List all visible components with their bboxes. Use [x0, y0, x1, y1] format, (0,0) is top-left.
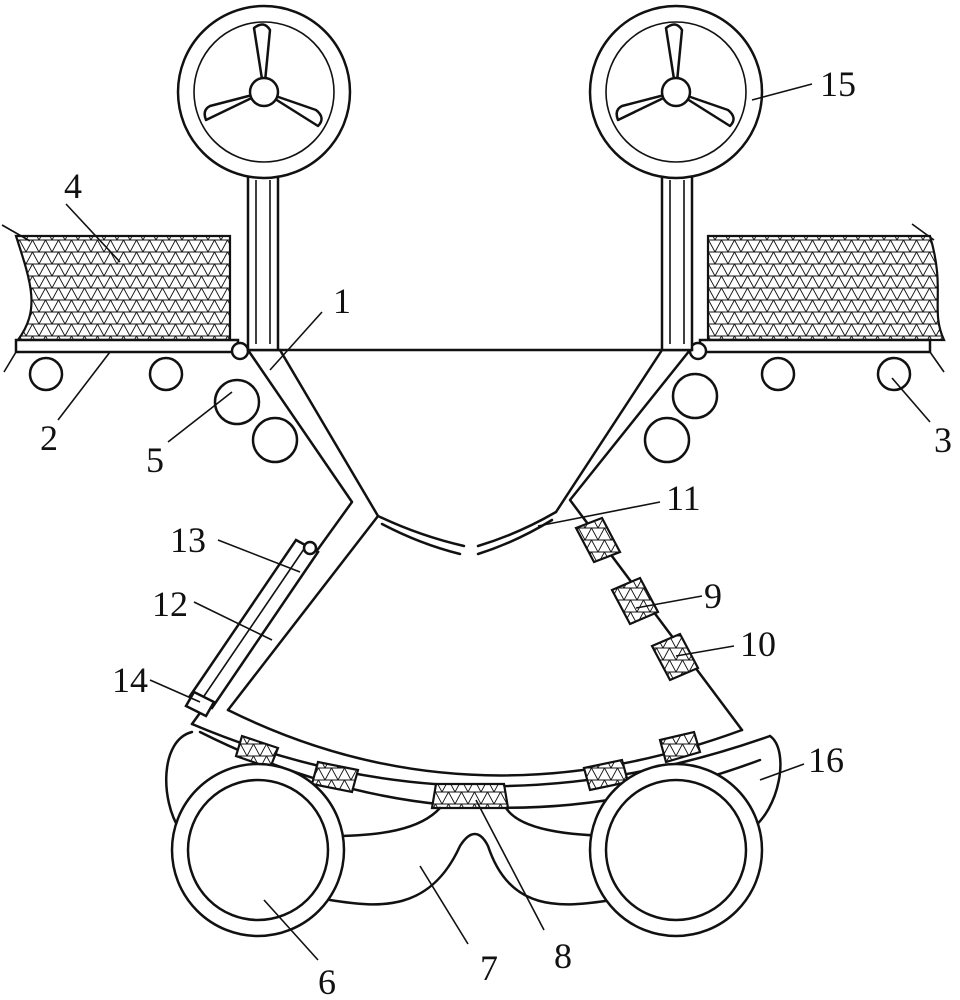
label-3: 3 — [934, 420, 952, 460]
right-arm-mesh-blocks — [574, 516, 700, 682]
label-7: 7 — [480, 948, 498, 988]
label-11: 11 — [666, 478, 701, 518]
left-post — [246, 174, 280, 352]
label-14: 14 — [112, 660, 148, 700]
label-10: 10 — [740, 624, 776, 664]
leader-lines — [57, 83, 931, 961]
label-8: 8 — [554, 936, 572, 976]
label-12: 12 — [152, 584, 188, 624]
right-rail — [698, 338, 945, 373]
label-4: 4 — [64, 166, 82, 206]
label-16: 16 — [808, 740, 844, 780]
right-wheel — [588, 762, 764, 938]
label-1: 1 — [333, 281, 351, 321]
left-mesh-plate — [1, 224, 232, 342]
label-6: 6 — [318, 962, 336, 1000]
callout-labels: 1 2 3 4 5 6 7 8 9 10 11 12 13 14 15 16 — [40, 64, 952, 1000]
bottom-arc-mesh-blocks — [234, 730, 702, 810]
left-rollers — [28, 341, 299, 464]
right-mesh-plate — [706, 223, 946, 342]
right-post — [660, 174, 694, 352]
label-5: 5 — [146, 440, 164, 480]
label-9: 9 — [704, 576, 722, 616]
right-rollers — [643, 341, 912, 464]
right-fan — [588, 4, 764, 180]
base-housing — [165, 730, 782, 906]
side-cylinder — [184, 538, 320, 718]
left-wheel — [170, 762, 346, 938]
label-13: 13 — [170, 520, 206, 560]
left-fan — [176, 4, 352, 180]
label-15: 15 — [820, 64, 856, 104]
label-2: 2 — [40, 418, 58, 458]
